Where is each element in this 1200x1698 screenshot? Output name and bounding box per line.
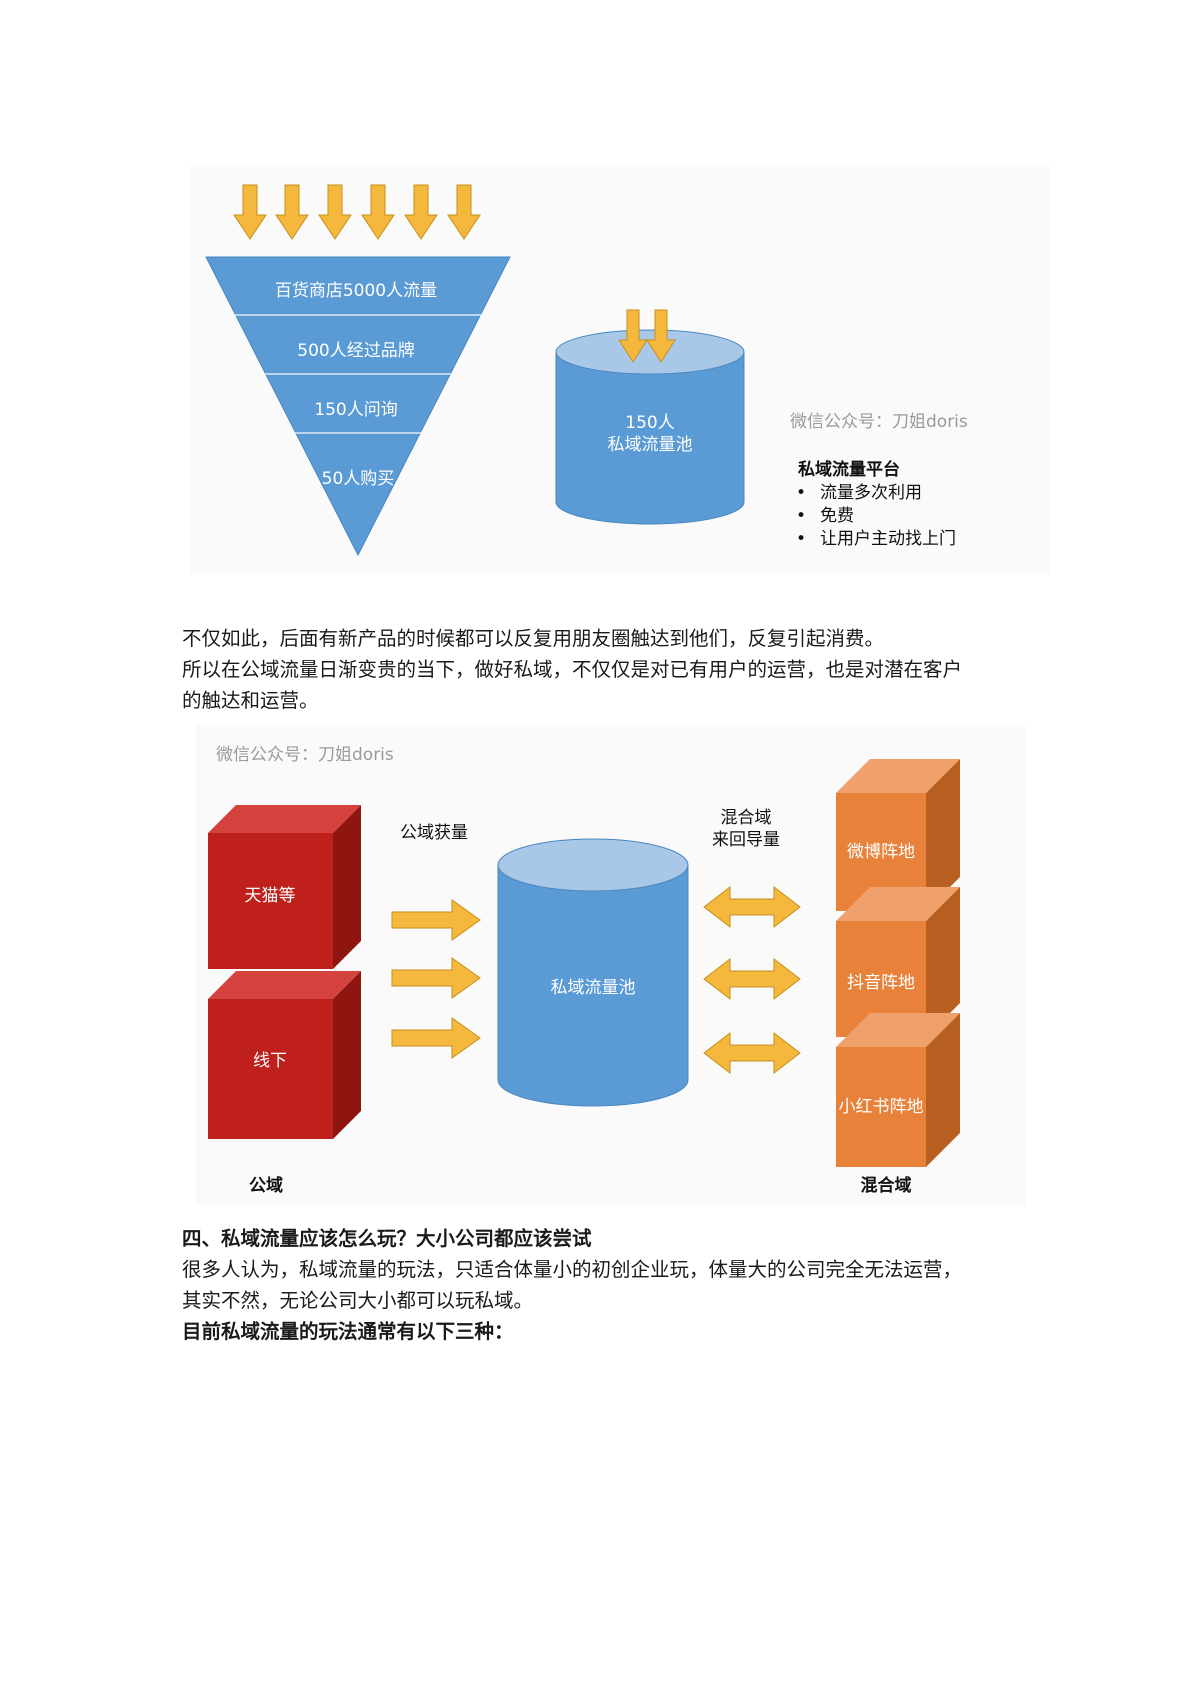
paragraph-line: 所以在公域流量日渐变贵的当下，做好私域，不仅仅是对已有用户的运营，也是对潜在客户 [182, 658, 963, 681]
mixed-arrow-label: 来回导量 [712, 830, 780, 850]
funnel-level-label: 50人购买 [322, 469, 395, 489]
private-pool-cylinder: 150人 私域流量池 [555, 329, 745, 525]
paragraph-line: 其实不然，无论公司大小都可以玩私域。 [182, 1289, 534, 1312]
bullet-icon: • [796, 529, 806, 549]
funnel: 百货商店5000人流量 500人经过品牌 150人问询 50人购买 [205, 256, 511, 557]
funnel-level-label: 百货商店5000人流量 [275, 281, 437, 301]
public-arrow-label: 公域获量 [400, 823, 468, 843]
down-arrow-icon [618, 309, 648, 363]
double-arrow-icon [703, 957, 801, 1001]
section-heading: 四、私域流量应该怎么玩？大小公司都应该尝试 [182, 1227, 592, 1250]
down-arrow-icon [233, 184, 267, 240]
funnel-level-label: 150人问询 [314, 400, 397, 420]
section-4: 四、私域流量应该怎么玩？大小公司都应该尝试 很多人认为，私域流量的玩法，只适合体… [182, 1223, 1032, 1347]
right-arrow-icon [391, 957, 481, 999]
platform-bullet: 免费 [820, 506, 854, 526]
pool-inflow-arrows [618, 309, 676, 363]
public-caption: 公域 [249, 1175, 283, 1196]
down-arrow-icon [361, 184, 395, 240]
paragraph-line: 很多人认为，私域流量的玩法，只适合体量小的初创企业玩，体量大的公司完全无法运营， [182, 1258, 963, 1281]
pool-count-label: 150人 [625, 413, 674, 433]
right-arrow-icon [391, 899, 481, 941]
platform-bullet: 让用户主动找上门 [820, 529, 956, 549]
paragraph-line: 不仅如此，后面有新产品的时候都可以反复用朋友圈触达到他们，反复引起消费。 [182, 627, 885, 650]
traffic-domain-figure: 微信公众号：刀姐doris 天猫等 线下 公域获量 [196, 725, 1026, 1205]
mixed-arrow-label: 混合域 [721, 808, 772, 828]
box-label: 天猫等 [245, 886, 296, 906]
bullet-icon: • [796, 483, 806, 503]
section-subheading: 目前私域流量的玩法通常有以下三种： [182, 1320, 514, 1343]
mixed-box-xiaohongshu: 小红书阵地 [836, 1013, 960, 1167]
down-arrow-icon [646, 309, 676, 363]
down-arrow-icon [404, 184, 438, 240]
watermark: 微信公众号：刀姐doris [790, 412, 968, 432]
pool-label: 私域流量池 [551, 978, 636, 998]
paragraph: 不仅如此，后面有新产品的时候都可以反复用朋友圈触达到他们，反复引起消费。 所以在… [182, 623, 1032, 716]
platform-title: 私域流量平台 [798, 459, 900, 480]
public-box-tmall: 天猫等 [208, 805, 361, 969]
right-arrow-icon [391, 1017, 481, 1059]
mixed-caption: 混合域 [861, 1175, 912, 1196]
down-arrow-icon [318, 184, 352, 240]
bullet-icon: • [796, 506, 806, 526]
public-box-offline: 线下 [208, 971, 361, 1139]
watermark: 微信公众号：刀姐doris [216, 745, 394, 765]
private-pool-cylinder: 私域流量池 [497, 838, 689, 1107]
double-arrow-icon [703, 885, 801, 929]
funnel-level-label: 500人经过品牌 [297, 341, 414, 361]
down-arrow-icon [447, 184, 481, 240]
platform-bullet: 流量多次利用 [820, 483, 922, 503]
inflow-arrows [233, 184, 481, 240]
down-arrow-icon [275, 184, 309, 240]
box-label: 线下 [253, 1051, 287, 1071]
double-arrow-icon [703, 1031, 801, 1075]
funnel-figure: 百货商店5000人流量 500人经过品牌 150人问询 50人购买 150人 私… [190, 165, 1050, 575]
box-label: 微博阵地 [847, 842, 915, 862]
paragraph-line: 的触达和运营。 [182, 689, 319, 712]
box-label: 抖音阵地 [847, 973, 915, 993]
box-label: 小红书阵地 [839, 1097, 924, 1117]
pool-name-label: 私域流量池 [608, 435, 693, 455]
